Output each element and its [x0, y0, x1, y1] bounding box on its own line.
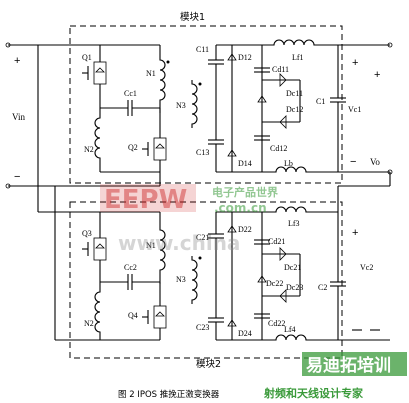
- clamp-cap-cc2: [100, 274, 160, 290]
- cap-cd11: [254, 67, 270, 73]
- n2-bottom-label: N2: [84, 319, 94, 328]
- diode-d12: [227, 53, 237, 61]
- lb-label: Lb: [284, 159, 293, 168]
- inductor-lf3: [262, 206, 338, 213]
- vc1-label: Vc1: [348, 105, 361, 114]
- cd12-label: Cd12: [270, 144, 287, 153]
- cap-c23: [208, 317, 224, 340]
- n1-bottom-label: N1: [146, 241, 156, 250]
- q2-label: Q2: [128, 143, 138, 152]
- dc12-label: Dc12: [286, 105, 303, 114]
- cc1-label: Cc1: [124, 89, 137, 98]
- dc22-label: Dc22: [266, 279, 283, 288]
- cd11-label: Cd11: [272, 65, 289, 74]
- cap-c11: [208, 45, 224, 140]
- china-text: www.china: [118, 231, 240, 255]
- output-minus-top: −: [350, 156, 356, 168]
- vo-label: Vo: [370, 157, 380, 167]
- c11-label: C11: [196, 45, 209, 54]
- dc23-label: Dc23: [286, 283, 303, 292]
- winding-n2-top: [94, 108, 101, 172]
- transistor-q2: [142, 108, 167, 172]
- c2-label: C2: [318, 283, 327, 292]
- lf4-label: Lf4: [284, 325, 296, 334]
- china-watermark: www.china: [118, 231, 240, 255]
- diode-d14: [227, 149, 237, 157]
- diode-dc23: [279, 289, 287, 303]
- cap-cd12: [254, 135, 270, 141]
- output-plus-top-2: +: [374, 69, 380, 81]
- n2-top-label: N2: [84, 145, 94, 154]
- n3-bottom-label: N3: [176, 275, 186, 284]
- c1-label: C1: [316, 97, 325, 106]
- module2-title: 模块2: [196, 358, 221, 370]
- clamp-cap-cc1: [100, 100, 160, 116]
- figure-caption: 图 2 IPOS 推挽正激变换器: [118, 389, 220, 400]
- winding-n1-top: [159, 45, 166, 113]
- cap-c21: [208, 212, 224, 318]
- diode-d24: [227, 319, 237, 327]
- input-label: Vin: [12, 112, 25, 122]
- diode-d22: [227, 225, 237, 233]
- dc21-label: Dc21: [284, 263, 301, 272]
- c13-label: C13: [196, 148, 209, 157]
- dc11-label: Dc11: [286, 89, 303, 98]
- vc2-label: Vc2: [360, 263, 373, 272]
- input-rails: [5, 42, 161, 341]
- winding-n3-bottom: [191, 256, 198, 304]
- diode-dc21: [279, 247, 287, 261]
- lf1-label: Lf1: [292, 53, 304, 62]
- c23-label: C23: [196, 323, 209, 332]
- cc2-label: Cc2: [124, 263, 137, 272]
- n3-top-label: N3: [176, 101, 186, 110]
- q3-label: Q3: [82, 229, 92, 238]
- diode-dc11: [279, 73, 287, 87]
- c21-label: C21: [196, 233, 209, 242]
- inductor-lb: [262, 166, 338, 173]
- training-sub-text: 射频和天线设计专家: [263, 386, 364, 400]
- d24-label: D24: [238, 329, 252, 338]
- module2-box: [69, 201, 343, 359]
- eepw-url-text: .com.cn: [214, 201, 267, 215]
- cap-cd21: [254, 239, 270, 245]
- input-minus: −: [14, 171, 20, 183]
- eepw-cn-text: 电子产品世界: [212, 185, 278, 199]
- transistor-q4: [100, 282, 167, 341]
- module1-title: 模块1: [180, 11, 205, 23]
- inductor-lf4: [262, 334, 338, 341]
- d12-label: D12: [238, 53, 252, 62]
- q4-label: Q4: [128, 311, 138, 320]
- output-plus-top: +: [352, 57, 358, 69]
- winding-n2-bottom: [94, 282, 101, 340]
- diode-top-mid: [257, 95, 267, 103]
- cap-cd22: [254, 313, 270, 319]
- diode-dc12: [279, 115, 287, 129]
- eepw-watermark: EEPW 电子产品世界 .com.cn: [100, 184, 278, 215]
- cap-c13: [208, 139, 224, 172]
- training-text: 易迪拓培训: [306, 355, 391, 376]
- module1-box: [69, 25, 343, 184]
- d14-label: D14: [238, 159, 252, 168]
- cd22-label: Cd22: [268, 319, 285, 328]
- d22-label: D22: [238, 225, 252, 234]
- lf3-label: Lf3: [288, 219, 300, 228]
- n1-top-label: N1: [146, 69, 156, 78]
- input-plus: +: [14, 55, 20, 67]
- training-watermark: 易迪拓培训 射频和天线设计专家: [263, 352, 407, 400]
- diode-dc22: [257, 275, 267, 283]
- q1-label: Q1: [82, 53, 92, 62]
- output-plus-bottom: +: [352, 227, 358, 239]
- cd21-label: Cd21: [268, 237, 285, 246]
- eepw-text: EEPW: [104, 185, 187, 215]
- transistor-q3: [82, 212, 107, 282]
- inductor-lf1: [262, 39, 338, 46]
- winding-n3-top: [191, 80, 198, 128]
- winding-n1-bottom: [159, 212, 166, 284]
- transistor-q1: [82, 45, 107, 108]
